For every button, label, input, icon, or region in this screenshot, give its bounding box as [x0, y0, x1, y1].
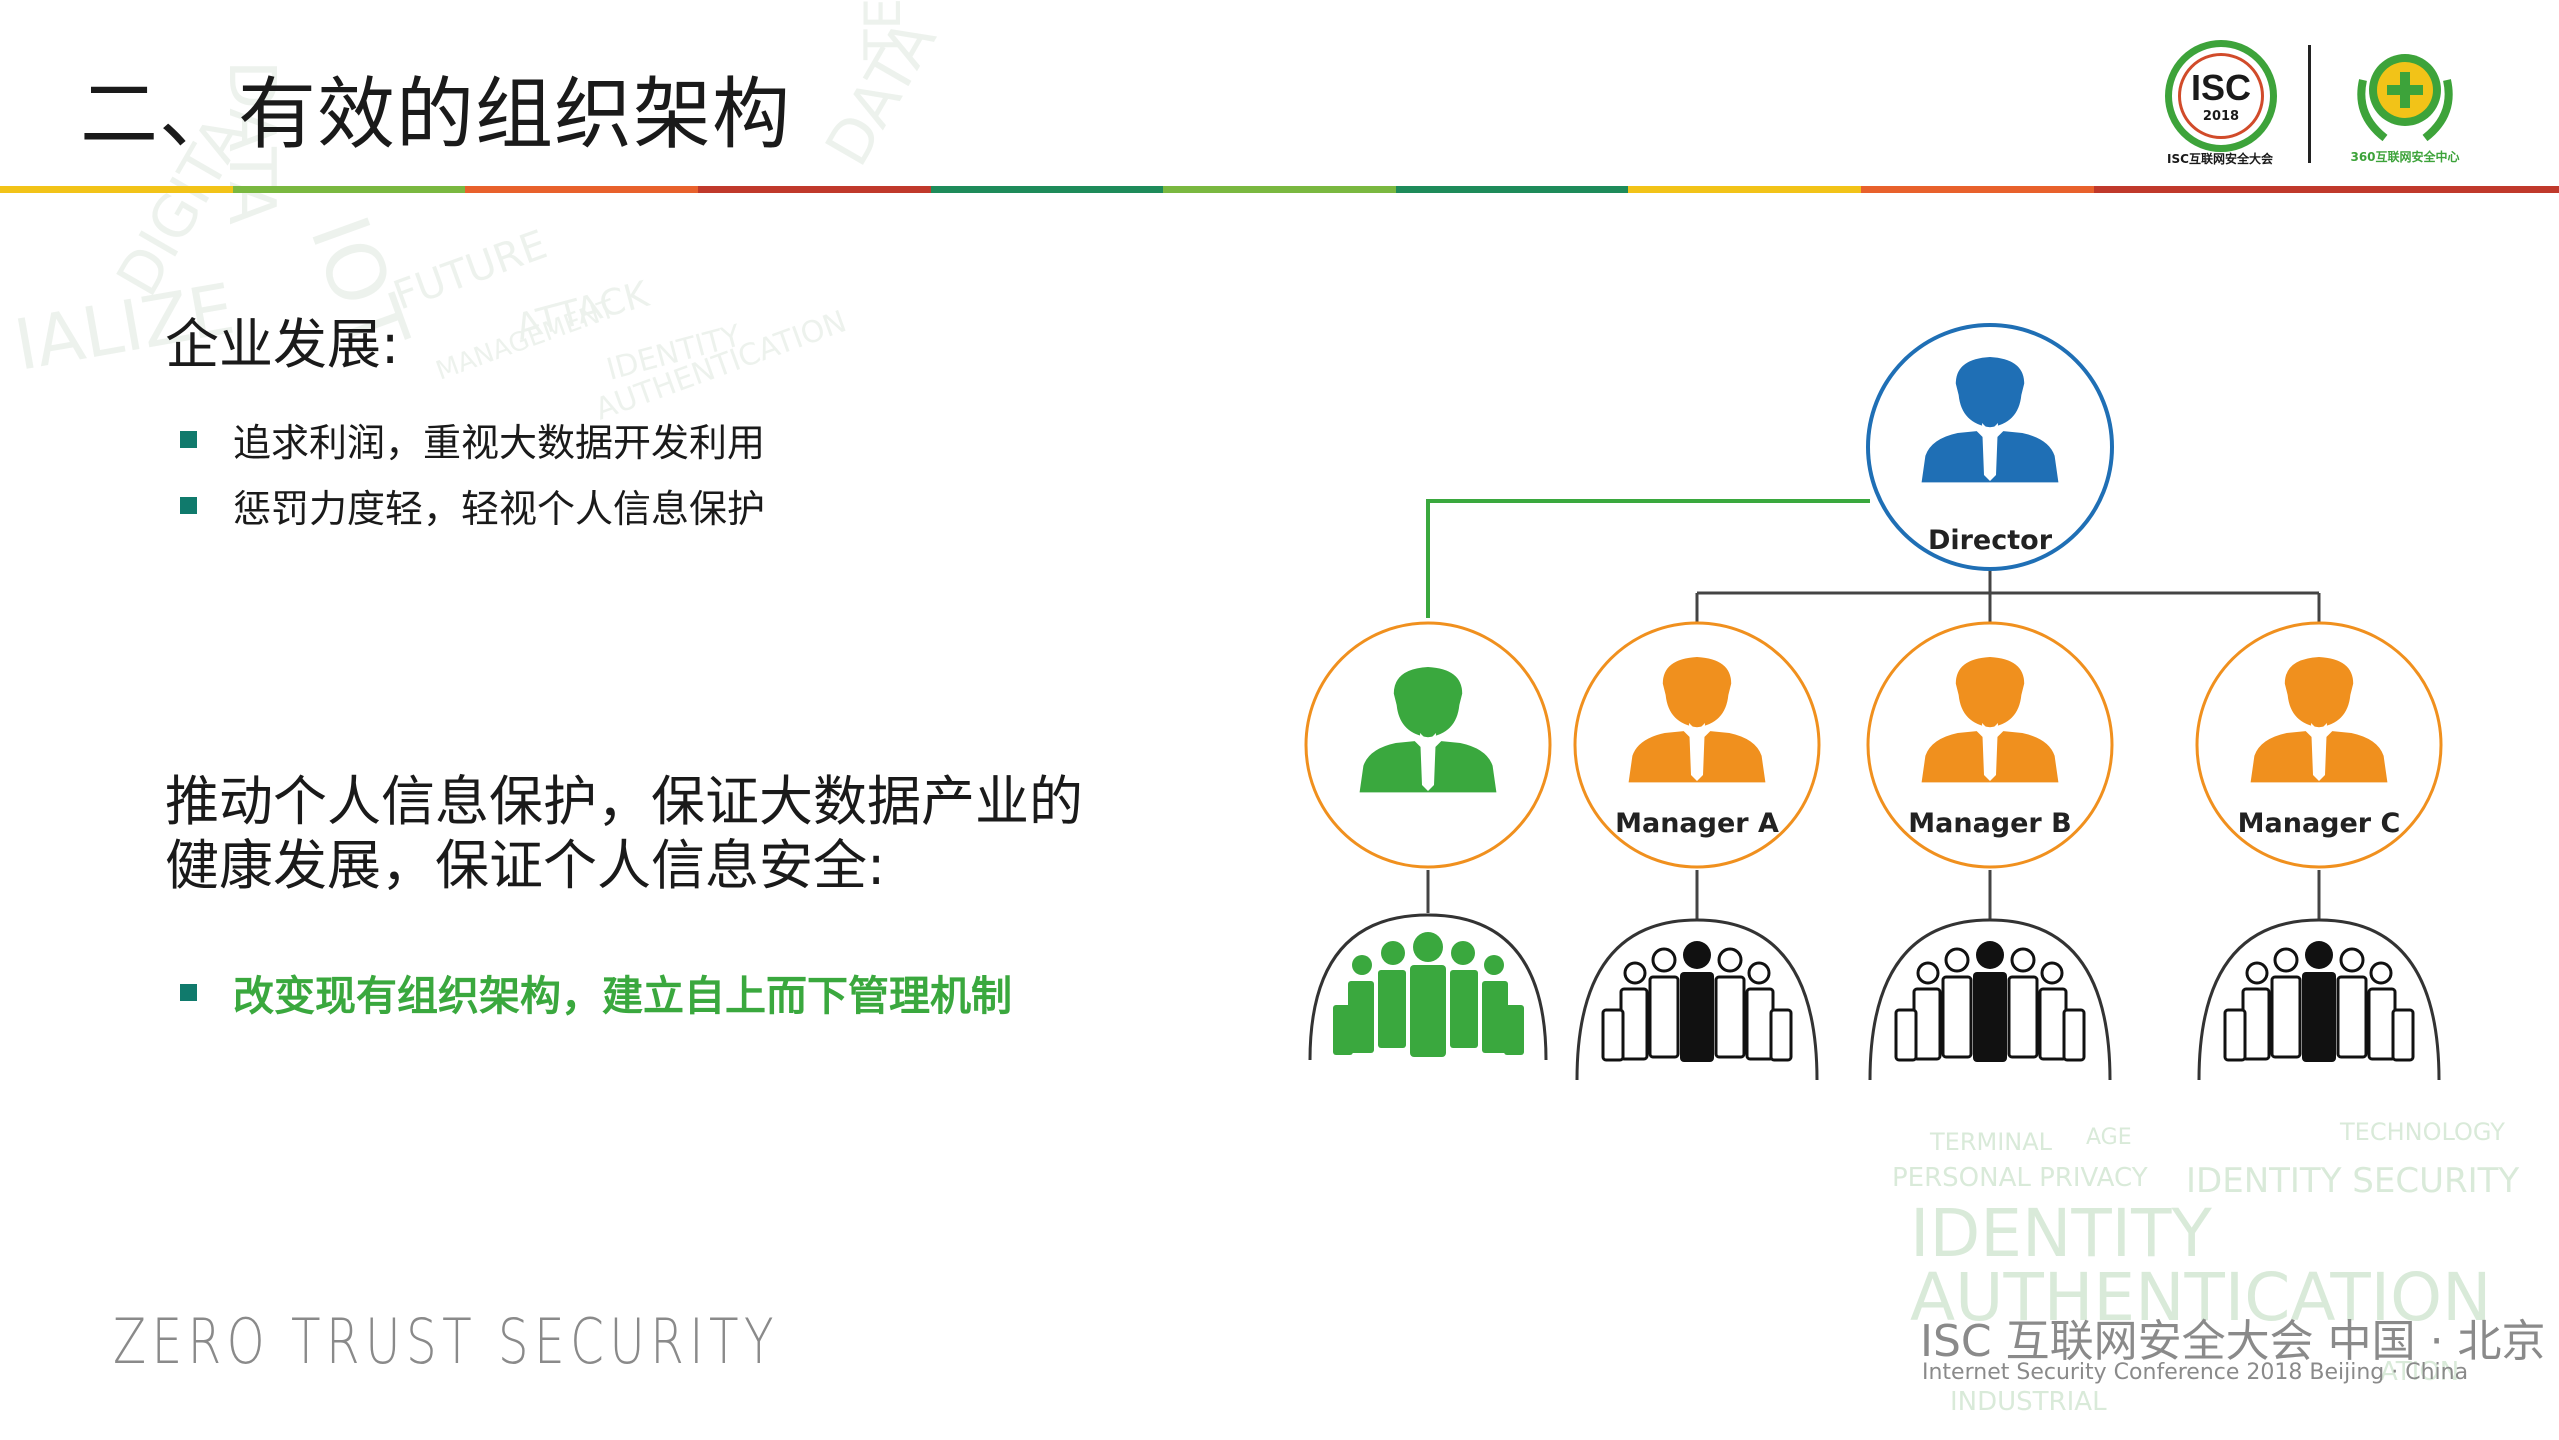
manager-c-label: Manager C — [2238, 808, 2401, 839]
manager-a-label: Manager A — [1615, 808, 1779, 839]
svg-text:TECHNOLOGY: TECHNOLOGY — [2339, 1118, 2505, 1146]
svg-text:TEC: TEC — [854, 0, 912, 61]
highlight-bullet: 改变现有组织架构，建立自上而下管理机制 — [180, 962, 1012, 1022]
org-chart-diagram: Director Manager A Manager B Manager C — [1304, 323, 2443, 1081]
team-group-b-icon — [1868, 918, 2112, 1081]
manager-b-label: Manager B — [1908, 808, 2071, 839]
svg-text:DATA: DATA — [214, 60, 288, 225]
highlight-bullet-text: 改变现有组织架构，建立自上而下管理机制 — [233, 972, 1012, 1020]
svg-text:AUTHENTICATION: AUTHENTICATION — [1910, 1259, 2491, 1336]
manager-a-node: Manager A — [1573, 621, 1821, 869]
svg-text:INDUSTRIAL: INDUSTRIAL — [1950, 1387, 2107, 1417]
logo-divider — [2308, 45, 2311, 163]
manager-b-node: Manager B — [1866, 621, 2114, 869]
isc-logo: ISC 2018 — [2165, 40, 2277, 152]
360-security-logo — [2357, 54, 2453, 142]
employee-node — [1304, 621, 1552, 869]
svg-text:PERSONAL PRIVACY: PERSONAL PRIVACY — [1892, 1163, 2148, 1193]
bullet-item: 追求利润，重视大数据开发利用 — [180, 412, 765, 467]
360-logo-caption: 360互联网安全中心 — [2350, 150, 2460, 164]
team-group-green-icon — [1308, 913, 1548, 1061]
director-node: Director — [1866, 323, 2114, 571]
team-group-a-icon — [1575, 918, 1819, 1081]
bullet-square-icon — [180, 431, 197, 448]
svg-text:ATION: ATION — [2380, 1357, 2459, 1387]
page-title: 二、有效的组织架构 — [80, 70, 792, 160]
svg-text:TERMINAL: TERMINAL — [1929, 1128, 2053, 1156]
director-label: Director — [1928, 525, 2053, 556]
header-rule — [0, 186, 2559, 193]
svg-text:IDENTITY SECURITY: IDENTITY SECURITY — [2186, 1161, 2519, 1201]
footer-conference-cn: ISC 互联网安全大会 中国 · 北京 — [1920, 1316, 2546, 1367]
svg-text:IDENTITY: IDENTITY — [1910, 1195, 2212, 1272]
section-heading: 企业发展: — [165, 313, 400, 376]
word-cloud-watermark-bottom: TERMINAL AGE TECHNOLOGY PERSONAL PRIVACY… — [1892, 1118, 2519, 1417]
bullet-text: 惩罚力度轻，轻视个人信息保护 — [233, 487, 766, 531]
word-cloud-watermark: DATA DATA IOT IALIZE DIGITA ATTACK IDENT… — [9, 0, 951, 428]
body-paragraph: 推动个人信息保护，保证大数据产业的健康发展，保证个人信息安全: — [165, 770, 1083, 897]
footer-conference-en: Internet Security Conference 2018 Beijin… — [1922, 1360, 2469, 1385]
bullet-item: 惩罚力度轻，轻视个人信息保护 — [180, 478, 765, 533]
isc-logo-caption: ISC互联网安全大会 — [2167, 152, 2273, 166]
svg-text:AGE: AGE — [2086, 1125, 2132, 1150]
bullet-square-icon — [180, 983, 197, 1001]
bullet-text: 追求利润，重视大数据开发利用 — [233, 421, 766, 465]
team-group-c-icon — [2197, 918, 2441, 1081]
footer-tagline: ZERO TRUST SECURITY — [113, 1305, 779, 1378]
bullet-square-icon — [180, 497, 197, 514]
manager-c-node: Manager C — [2195, 621, 2443, 869]
